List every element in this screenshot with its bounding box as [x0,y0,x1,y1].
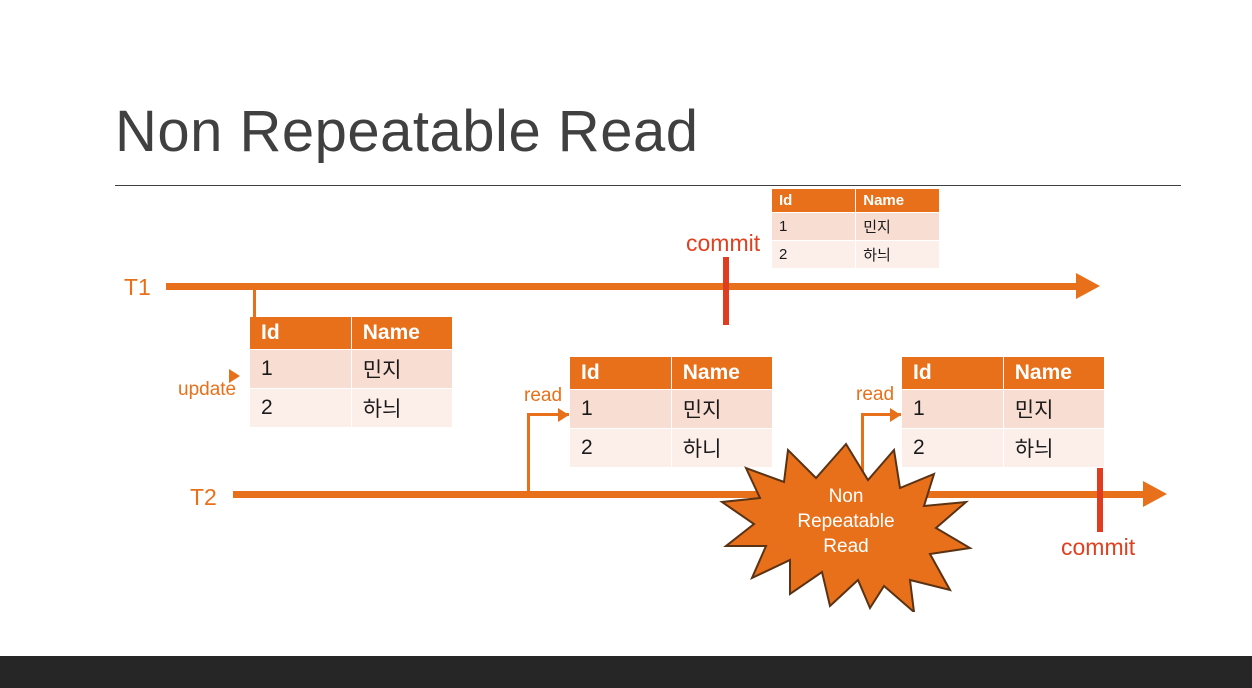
table-header-row: Id Name [250,317,454,350]
table-row: 2 하니 [570,428,774,468]
table-row: 2 하늬 [250,388,454,428]
table-row: 1 민지 [772,212,940,241]
table-header-row: Id Name [570,357,774,390]
update-arrow-icon [229,369,240,383]
read2-connector-horizontal [861,413,901,416]
table-header-row: Id Name [902,357,1106,390]
cell-name: 민지 [351,349,454,389]
table-update-state: Id Name 1 민지 2 하늬 [250,317,454,428]
read2-label: read [856,384,895,405]
title-divider [115,185,1181,186]
commit-label-t1: commit [686,230,761,256]
timeline-axis-t1 [166,283,1076,290]
timeline-axis-t2 [233,491,1143,498]
footer-bar [0,656,1252,688]
cell-name: 하니 [671,428,774,468]
table-row: 2 하늬 [772,240,940,269]
cell-id: 1 [570,389,672,429]
read1-label: read [524,385,563,406]
commit-marker-t2 [1097,466,1103,532]
timeline-arrowhead-t2 [1143,481,1167,507]
cell-name: 민지 [855,212,940,241]
column-header-name: Name [855,189,940,213]
read1-connector-vertical [527,413,530,493]
read2-connector-vertical [861,413,864,493]
cell-name: 하늬 [351,388,454,428]
update-label: update [178,379,237,400]
cell-id: 1 [902,389,1004,429]
read1-connector-horizontal [527,413,569,416]
column-header-name: Name [351,317,454,350]
table-read-first: Id Name 1 민지 2 하니 [570,357,774,468]
column-header-id: Id [902,357,1004,390]
starburst-callout: Non Repeatable Read [718,440,974,612]
commit-marker-t1 [723,257,729,325]
starburst-icon [719,442,973,612]
cell-id: 2 [570,428,672,468]
timeline-label-t2: T2 [190,484,217,510]
table-row: 1 민지 [570,389,774,429]
cell-name: 하늬 [855,240,940,269]
table-header-row: Id Name [772,189,940,213]
cell-id: 1 [250,349,352,389]
table-row: 1 민지 [902,389,1106,429]
column-header-id: Id [570,357,672,390]
cell-id: 1 [772,212,857,241]
cell-id: 2 [250,388,352,428]
table-t1-commit-state: Id Name 1 민지 2 하늬 [772,189,940,269]
read2-arrow-icon [890,408,901,422]
cell-id: 2 [772,240,857,269]
cell-name: 민지 [1003,389,1106,429]
timeline-arrowhead-t1 [1076,273,1100,299]
column-header-name: Name [1003,357,1106,390]
table-row: 2 하늬 [902,428,1106,468]
cell-id: 2 [902,428,1004,468]
column-header-id: Id [772,189,857,213]
table-read-second: Id Name 1 민지 2 하늬 [902,357,1106,468]
table-row: 1 민지 [250,349,454,389]
column-header-id: Id [250,317,352,350]
cell-name: 민지 [671,389,774,429]
timeline-label-t1: T1 [124,274,151,300]
read1-arrow-icon [558,408,569,422]
commit-label-t2: commit [1061,534,1136,560]
cell-name: 하늬 [1003,428,1106,468]
page-title: Non Repeatable Read [115,99,699,164]
column-header-name: Name [671,357,774,390]
